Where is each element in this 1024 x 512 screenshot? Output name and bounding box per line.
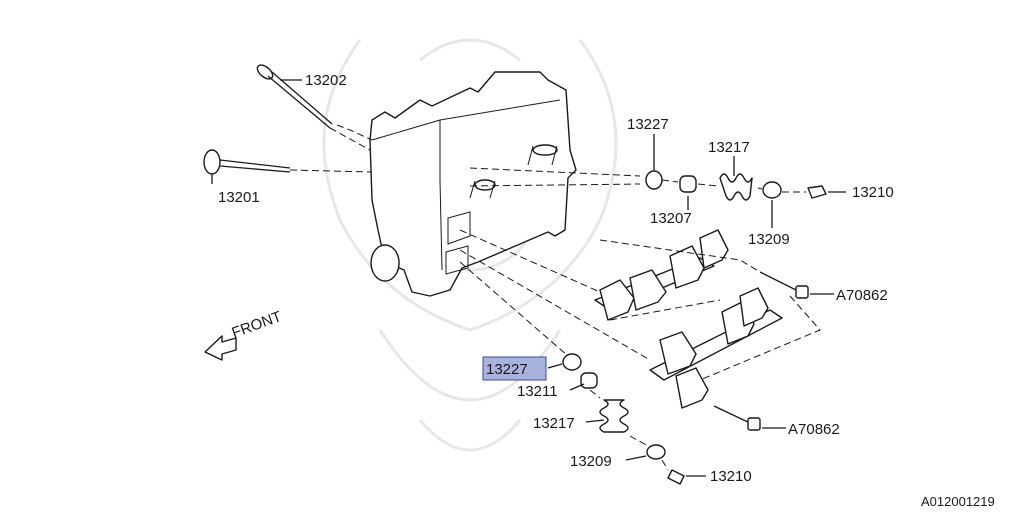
callout-13207[interactable]: 13207 — [650, 210, 692, 227]
callout-leaders — [211, 79, 846, 477]
callout-13211[interactable]: 13211 — [517, 383, 558, 400]
rocker-shaft-lower — [649, 287, 783, 431]
callout-13210-upper[interactable]: 13210 — [852, 184, 894, 201]
assembly-dashed-lines — [289, 124, 821, 471]
callout-13227-highlight — [482, 356, 547, 381]
callout-labels: 13202 13201 13227 13217 13207 13209 1321… — [218, 72, 995, 509]
upper-valve-components — [645, 170, 827, 201]
callout-13217-lower[interactable]: 13217 — [533, 415, 575, 432]
callout-13217-upper[interactable]: 13217 — [708, 139, 750, 156]
valve-13202 — [256, 64, 333, 129]
cylinder-head — [369, 71, 577, 297]
front-arrow: FRONT — [204, 308, 284, 361]
callout-a70862-lower[interactable]: A70862 — [788, 421, 840, 438]
lower-valve-components — [562, 353, 685, 485]
callout-13202[interactable]: 13202 — [305, 72, 347, 89]
callout-13209-upper[interactable]: 13209 — [748, 231, 790, 248]
valve-13201 — [203, 149, 291, 175]
callout-a70862-upper[interactable]: A70862 — [836, 287, 888, 304]
diagram-ref-code: A012001219 — [921, 494, 995, 509]
front-label: FRONT — [230, 308, 284, 342]
callout-13210-lower[interactable]: 13210 — [710, 468, 752, 485]
callout-13227-lower[interactable]: 13227 — [486, 361, 528, 378]
rocker-shaft-upper — [594, 229, 809, 321]
callout-13227-upper[interactable]: 13227 — [627, 116, 669, 133]
callout-13209-lower[interactable]: 13209 — [570, 453, 612, 470]
callout-13201[interactable]: 13201 — [218, 189, 260, 206]
